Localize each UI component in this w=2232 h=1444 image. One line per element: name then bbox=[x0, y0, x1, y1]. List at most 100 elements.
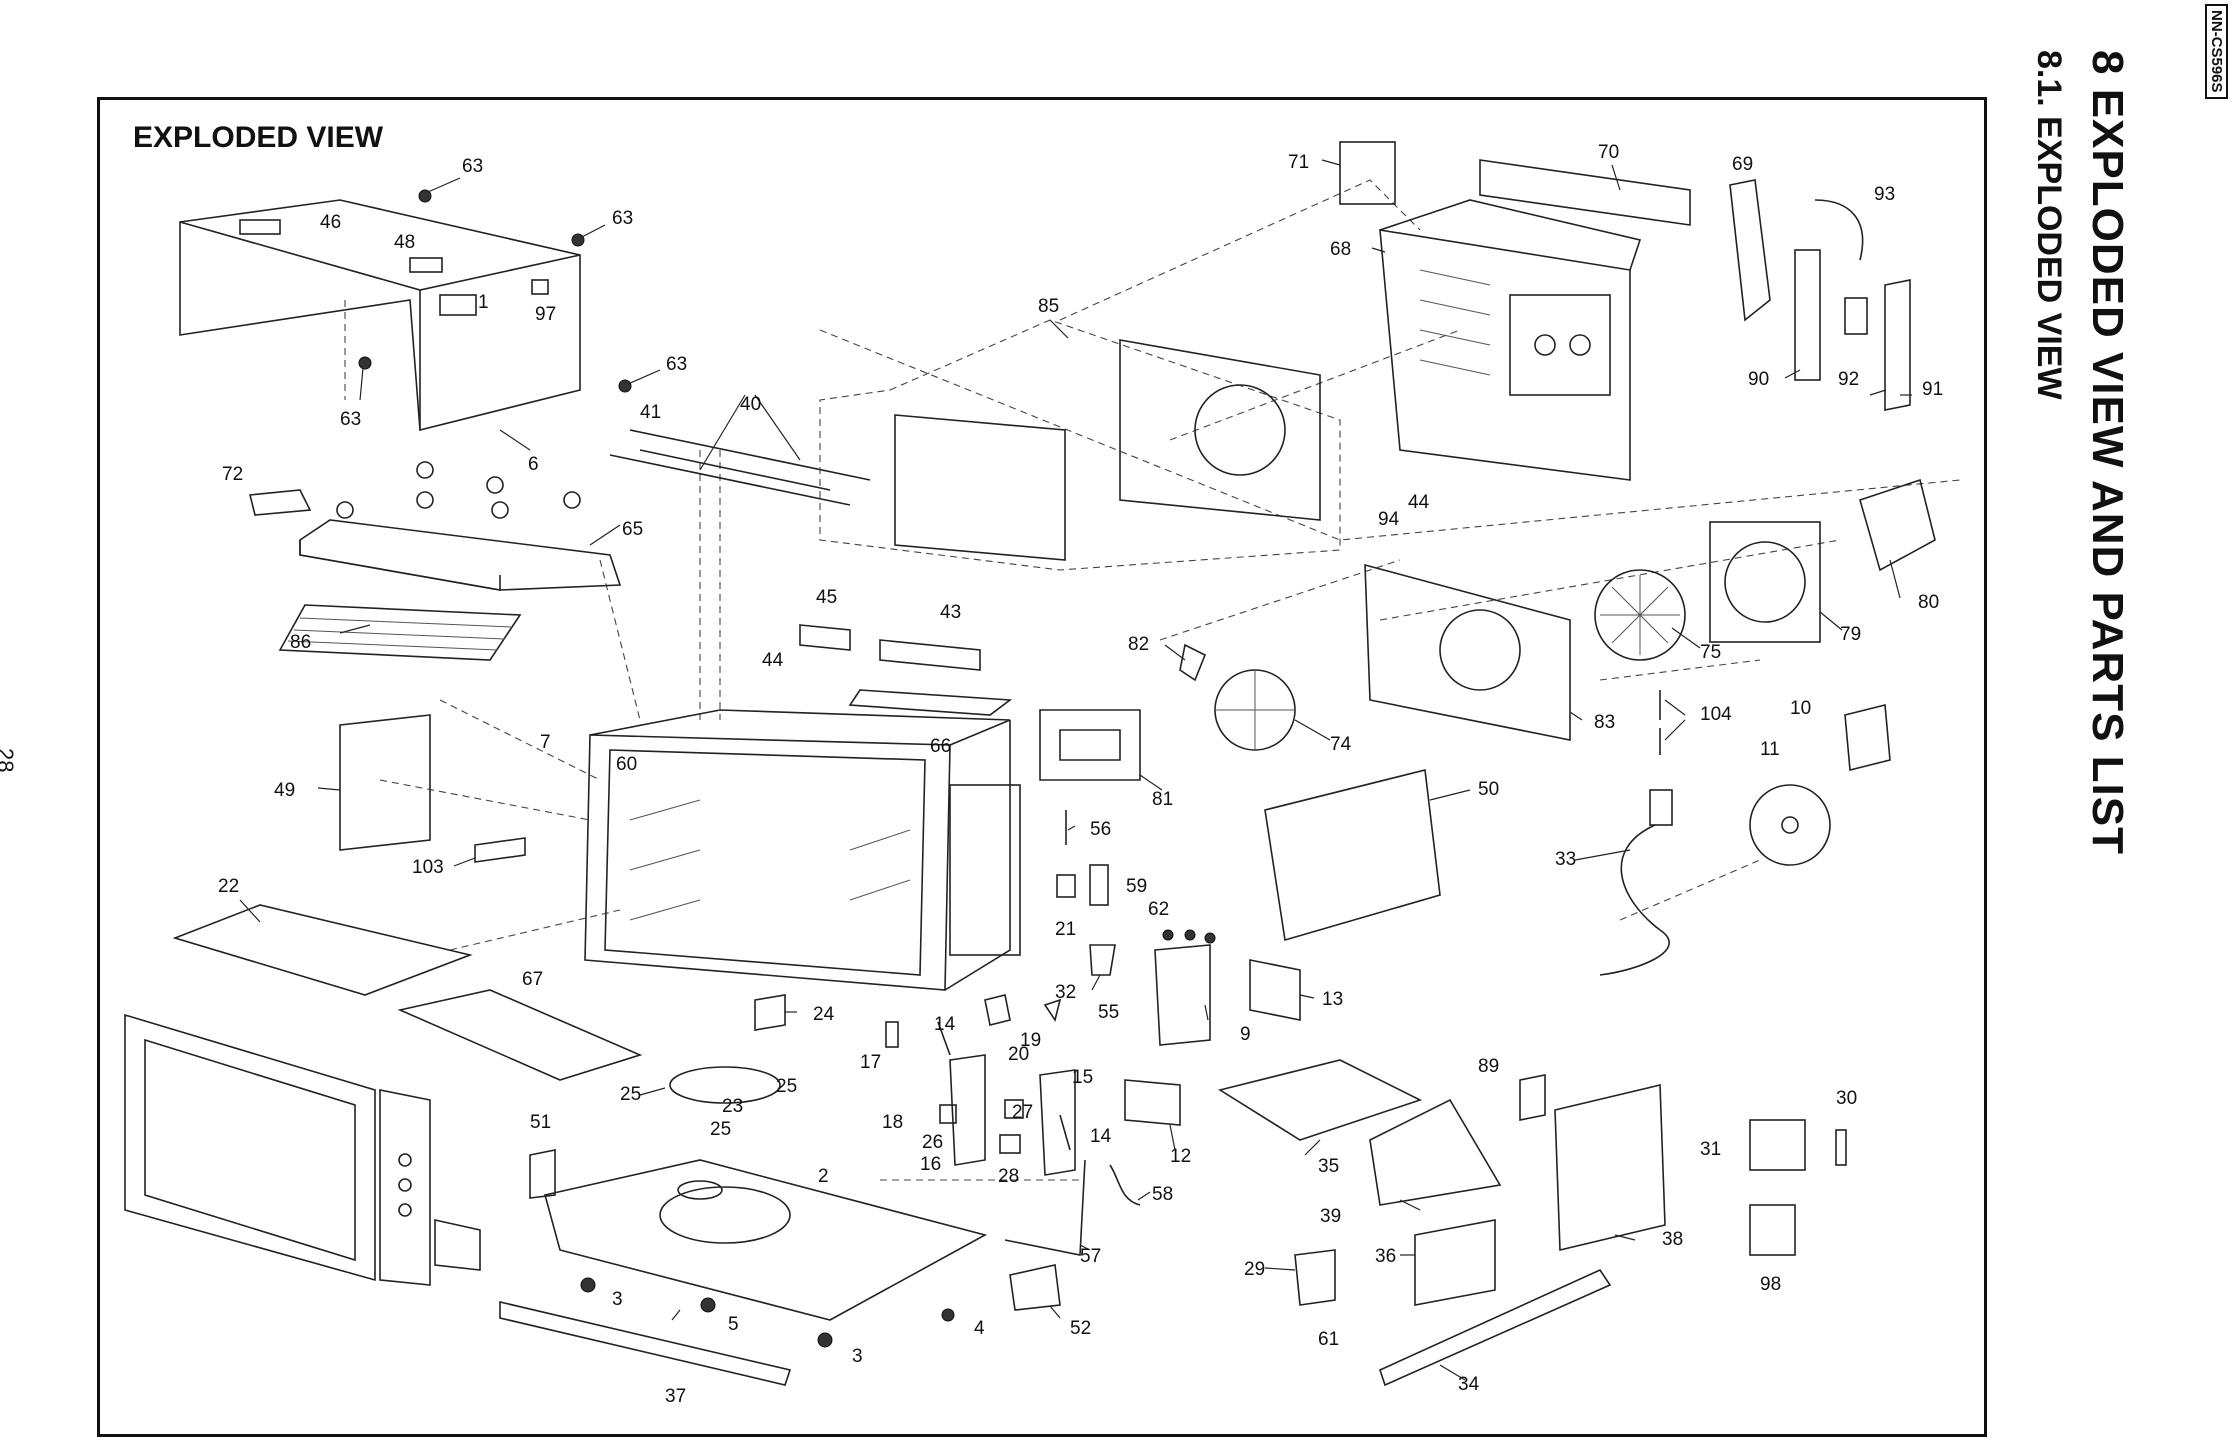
bracket-52 bbox=[1009, 1264, 1061, 1311]
callout-68: 68 bbox=[1330, 239, 1351, 260]
subsection-title: 8.1. EXPLODED VIEW bbox=[2030, 50, 2068, 400]
hose-58-57 bbox=[1004, 1159, 1141, 1256]
plate-35 bbox=[1217, 1059, 1423, 1141]
callout-4: 4 bbox=[974, 1318, 985, 1339]
callout-72: 72 bbox=[222, 464, 243, 485]
small-parts-19-20-21-55-56-59 bbox=[984, 810, 1116, 1026]
callout-81: 81 bbox=[1152, 789, 1173, 810]
callout-52: 52 bbox=[1070, 1318, 1091, 1339]
bracket-89 bbox=[1519, 1074, 1546, 1121]
callout-86: 86 bbox=[290, 632, 311, 653]
board-31 bbox=[1749, 1119, 1806, 1171]
callout-15: 15 bbox=[1072, 1067, 1093, 1088]
switch-bracket-69 bbox=[1729, 179, 1771, 322]
callout-85: 85 bbox=[1038, 296, 1059, 317]
glass-tray-22 bbox=[172, 904, 473, 996]
plate-67 bbox=[397, 989, 643, 1081]
callout-63: 63 bbox=[612, 208, 633, 229]
callout-92: 92 bbox=[1838, 369, 1859, 390]
callout-19: 19 bbox=[1020, 1030, 1041, 1051]
oven-cavity-7 bbox=[584, 709, 1021, 991]
callout-59: 59 bbox=[1126, 876, 1147, 897]
callout-66: 66 bbox=[930, 736, 951, 757]
callout-56: 56 bbox=[1090, 819, 1111, 840]
bracket-45 bbox=[799, 624, 851, 651]
callout-46: 46 bbox=[320, 212, 341, 233]
latch-90 bbox=[1794, 249, 1821, 381]
callout-62: 62 bbox=[1148, 899, 1169, 920]
section-title: 8 EXPLODED VIEW AND PARTS LIST bbox=[2083, 50, 2132, 855]
callout-51: 51 bbox=[530, 1112, 551, 1133]
door-assembly bbox=[124, 1013, 481, 1286]
callout-12: 12 bbox=[1170, 1146, 1191, 1167]
screws-63 bbox=[358, 189, 632, 393]
feet-3-5 bbox=[580, 1277, 955, 1348]
callout-65: 65 bbox=[622, 519, 643, 540]
switch-92 bbox=[1844, 297, 1868, 335]
wire-93 bbox=[1814, 199, 1864, 261]
callout-94: 94 bbox=[1378, 509, 1400, 530]
page-number: 28 bbox=[0, 748, 18, 773]
callout-34: 34 bbox=[1458, 1374, 1480, 1395]
exploded-view-diagram: 6363464819763636726586414085717068699390… bbox=[124, 141, 1961, 1407]
convection-motor-80 bbox=[1859, 478, 1936, 572]
callout-39: 39 bbox=[1320, 1206, 1341, 1227]
rail-34 bbox=[1379, 1268, 1612, 1387]
callout-75: 75 bbox=[1700, 642, 1721, 663]
fan-blade-11 bbox=[1749, 784, 1831, 866]
callout-11: 11 bbox=[1760, 739, 1780, 760]
callout-74: 74 bbox=[1330, 734, 1352, 755]
callout-21: 21 bbox=[1055, 919, 1076, 940]
callout-97: 97 bbox=[535, 304, 556, 325]
callout-14: 14 bbox=[1090, 1126, 1112, 1147]
callout-41: 41 bbox=[640, 402, 661, 423]
callout-93: 93 bbox=[1874, 184, 1895, 205]
callout-63: 63 bbox=[340, 409, 361, 430]
rear-plate-83 bbox=[1364, 563, 1571, 741]
sheet-98 bbox=[1749, 1204, 1796, 1256]
callout-90: 90 bbox=[1748, 369, 1769, 390]
callout-31: 31 bbox=[1700, 1139, 1721, 1160]
callout-6: 6 bbox=[528, 454, 539, 475]
convection-fan-75 bbox=[1594, 569, 1686, 661]
base-plate-2 bbox=[544, 1159, 988, 1321]
callout-36: 36 bbox=[1375, 1246, 1396, 1267]
callout-63: 63 bbox=[666, 354, 687, 375]
heater-element-81 bbox=[1039, 709, 1141, 781]
callout-44: 44 bbox=[762, 650, 784, 671]
callout-28: 28 bbox=[998, 1166, 1019, 1187]
callout-50: 50 bbox=[1478, 779, 1499, 800]
control-panel-50 bbox=[1264, 769, 1441, 942]
callout-45: 45 bbox=[816, 587, 837, 608]
bottom-trim-37 bbox=[499, 1300, 792, 1386]
rear-panel-85 bbox=[819, 319, 1341, 571]
callout-22: 22 bbox=[218, 876, 239, 897]
callout-49: 49 bbox=[274, 780, 295, 801]
callout-79: 79 bbox=[1840, 624, 1861, 645]
callout-20: 20 bbox=[1008, 1044, 1029, 1065]
callout-32: 32 bbox=[1055, 982, 1076, 1003]
callout-3: 3 bbox=[852, 1346, 863, 1367]
chassis-38 bbox=[1554, 1083, 1666, 1252]
callout-30: 30 bbox=[1836, 1088, 1857, 1109]
heater-rods-40-41 bbox=[609, 429, 871, 506]
callout-80: 80 bbox=[1918, 592, 1939, 613]
fan-motor-10 bbox=[1844, 703, 1891, 772]
bracket-29 bbox=[1294, 1249, 1336, 1306]
callout-89: 89 bbox=[1478, 1056, 1499, 1077]
callout-71: 71 bbox=[1288, 152, 1309, 173]
callout-35: 35 bbox=[1318, 1156, 1339, 1177]
outer-case-6 bbox=[179, 199, 581, 432]
callout-43: 43 bbox=[940, 602, 961, 623]
callout-38: 38 bbox=[1662, 1229, 1683, 1250]
callout-25: 25 bbox=[776, 1076, 797, 1097]
callout-40: 40 bbox=[740, 394, 761, 415]
hinge-51 bbox=[529, 1149, 556, 1199]
model-tag: NN-CS596S bbox=[2205, 4, 2228, 99]
callout-14: 14 bbox=[934, 1014, 956, 1035]
callout-58: 58 bbox=[1152, 1184, 1173, 1205]
assembly-guide-lines bbox=[344, 179, 1961, 1181]
plate-66 bbox=[848, 689, 1013, 716]
callout-9: 9 bbox=[1240, 1024, 1251, 1045]
